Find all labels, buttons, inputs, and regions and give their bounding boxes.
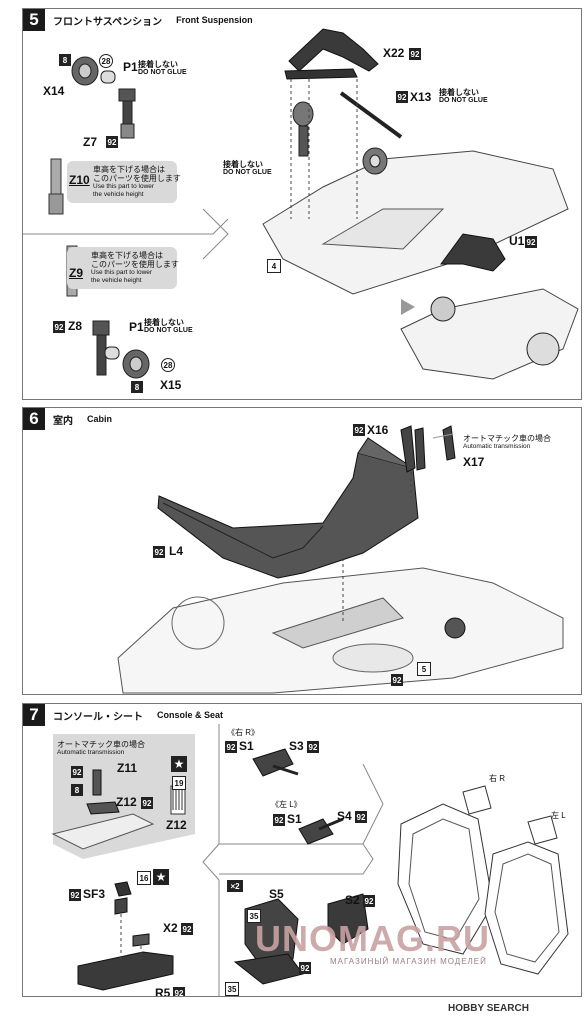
cabin-illustration <box>117 425 564 694</box>
part-label-z12: Z12 <box>116 795 137 809</box>
part-code-badge: 8 <box>131 381 143 393</box>
left-side-label: 《左 L》 <box>271 800 302 809</box>
part-code-badge: 92 <box>409 48 421 60</box>
part-label-z12b: Z12 <box>166 818 187 832</box>
part-code-badge: 35 <box>225 982 239 996</box>
part-label-z8: Z8 <box>68 319 83 333</box>
part-label-s4: S4 <box>337 809 352 823</box>
step-number: 6 <box>23 408 45 430</box>
step-title-en: Front Suspension <box>176 15 253 25</box>
console-seat-illustration <box>51 724 569 996</box>
step-number: 5 <box>23 9 45 31</box>
part-label-p1b: P1 <box>129 320 144 334</box>
part-code-badge: 92 <box>273 814 285 826</box>
part-code-badge: 16 <box>137 871 151 885</box>
part-label-s1: S1 <box>239 739 254 753</box>
watermark-subtitle: МАГАЗИНЫЙ МАГАЗИН МОДЕЛЕЙ <box>330 957 487 966</box>
part-code-badge: 8 <box>71 784 83 796</box>
part-code-badge: 92 <box>141 797 153 809</box>
seat-right-label: 右 R <box>489 774 505 783</box>
step-6-header: 6 室内 Cabin <box>23 408 112 430</box>
right-side-label: 《右 R》 <box>227 728 259 737</box>
star-icon: ★ <box>171 756 187 772</box>
step-5-panel: 5 フロントサスペンション Front Suspension <box>22 8 582 400</box>
step-number: 7 <box>23 704 45 726</box>
raise-height-note <box>67 161 177 203</box>
part-code-badge: 92 <box>363 895 375 907</box>
no-glue-note: 接着しない DO NOT GLUE <box>223 160 272 177</box>
part-label-s3: S3 <box>289 739 304 753</box>
part-code-badge: 92 <box>353 424 365 436</box>
no-glue-note: 接着しない DO NOT GLUE <box>144 318 193 335</box>
part-label-r5: R5 <box>155 986 171 997</box>
part-code-badge: 92 <box>307 741 319 753</box>
step-5-header: 5 フロントサスペンション Front Suspension <box>23 9 253 31</box>
part-code-badge: 92 <box>69 889 81 901</box>
seat-left-label: 左 L <box>551 811 566 820</box>
part-code-badge: 92 <box>299 962 311 974</box>
part-code-badge: 92 <box>153 546 165 558</box>
part-label-l4: L4 <box>169 544 184 558</box>
part-code-badge: 92 <box>525 236 537 248</box>
quantity-badge: ×2 <box>227 880 243 892</box>
part-label-sf3: SF3 <box>83 887 106 901</box>
star-icon: ★ <box>153 869 169 885</box>
part-code-badge: 92 <box>391 674 403 686</box>
part-code-badge: 92 <box>106 136 118 148</box>
hobby-search-credit: HOBBY SEARCH <box>448 1003 529 1014</box>
part-code-badge: 35 <box>247 909 261 923</box>
step-reference-5: 5 <box>417 662 431 676</box>
no-glue-note: 接着しない DO NOT GLUE <box>439 88 488 105</box>
part-code-badge: 92 <box>225 741 237 753</box>
lower-height-note <box>67 247 177 289</box>
part-label-x16: X16 <box>367 423 389 437</box>
part-label-z7: Z7 <box>83 135 98 149</box>
part-label-s5: S5 <box>269 887 284 901</box>
step-7-panel: 7 コンソール・シート Console & Seat <box>22 703 582 997</box>
step-title-jp: フロントサスペンション <box>53 16 163 28</box>
part-label-x22: X22 <box>383 46 405 60</box>
step-title-en: Cabin <box>87 414 113 424</box>
automatic-transmission-note: オートマチック車の場合 Automatic transmission <box>463 434 551 450</box>
automatic-transmission-note: オートマチック車の場合 Automatic transmission <box>57 740 145 756</box>
part-code-badge: 8 <box>59 54 71 66</box>
part-code-badge: 92 <box>53 321 65 333</box>
part-code-badge: 19 <box>172 776 186 790</box>
watermark-logo: UNOMAG.RU <box>255 918 490 959</box>
part-code-badge: 92 <box>173 987 185 997</box>
part-label-x14: X14 <box>43 84 65 98</box>
part-label-x2: X2 <box>163 921 178 935</box>
part-label-s1b: S1 <box>287 812 302 826</box>
step-7-header: 7 コンソール・シート Console & Seat <box>23 704 223 726</box>
step-title-jp: 室内 <box>53 415 73 427</box>
raise-height-note-text: 車高を下げる場合は このパーツを使用します Use this part to l… <box>93 165 181 198</box>
part-label-u1: U1 <box>509 234 525 248</box>
part-code-badge: 92 <box>181 923 193 935</box>
part-label-x13: X13 <box>410 90 432 104</box>
part-label-s2: S2 <box>345 893 360 907</box>
step-title-jp: コンソール・シート <box>53 711 143 723</box>
part-code-badge: 28 <box>99 54 113 68</box>
part-label-x15: X15 <box>160 378 182 392</box>
part-label-z10: Z10 <box>69 173 90 187</box>
part-label-z11: Z11 <box>117 761 138 775</box>
no-glue-note: 接着しない DO NOT GLUE <box>138 60 187 77</box>
part-label-x17: X17 <box>463 455 485 469</box>
step-reference-4: 4 <box>267 259 281 273</box>
part-code-badge: 92 <box>396 91 408 103</box>
part-label-p1: P1 <box>123 60 138 74</box>
front-suspension-illustration <box>23 28 579 380</box>
part-code-badge: 92 <box>71 766 83 778</box>
lower-height-note-text: 車高を下げる場合は このパーツを使用します Use this part to l… <box>91 251 179 284</box>
step-6-panel: 6 室内 Cabin 92 X16 オートマチック車の場合 Automatic … <box>22 407 582 695</box>
part-code-badge: 28 <box>161 358 175 372</box>
step-title-en: Console & Seat <box>157 710 224 720</box>
part-code-badge: 92 <box>355 811 367 823</box>
part-label-z9: Z9 <box>69 266 84 280</box>
